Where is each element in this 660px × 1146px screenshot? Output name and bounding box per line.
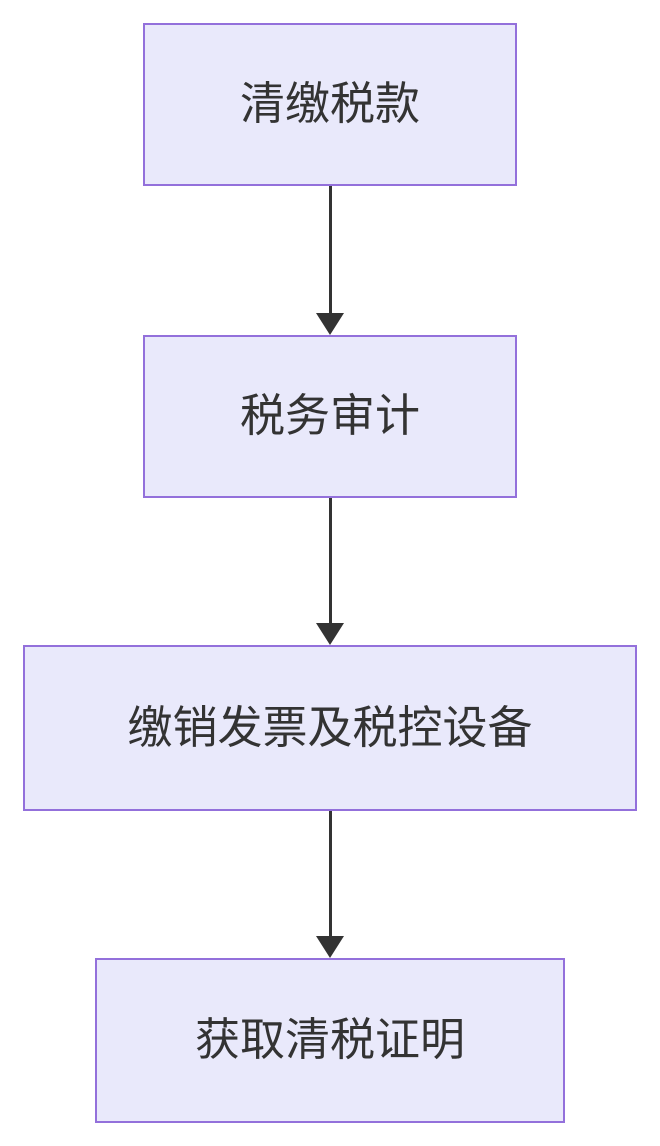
- edge-line-pay-taxes-to-tax-audit: [328, 186, 332, 314]
- node-pay-taxes-label: 清缴税款: [239, 78, 420, 130]
- node-cancel-invoices-equipment-label: 缴销发票及税控设备: [127, 701, 533, 753]
- node-obtain-tax-clearance: 获取清税证明: [95, 958, 565, 1123]
- node-pay-taxes: 清缴税款: [143, 23, 517, 186]
- edge-line-cancel-invoices-to-tax-clearance: [328, 811, 332, 937]
- arrow-down-icon: [316, 313, 344, 335]
- arrow-down-icon: [316, 936, 344, 958]
- node-cancel-invoices-equipment: 缴销发票及税控设备: [23, 645, 637, 811]
- node-tax-audit: 税务审计: [143, 335, 517, 498]
- arrow-down-icon: [316, 623, 344, 645]
- node-obtain-tax-clearance-label: 获取清税证明: [194, 1014, 465, 1066]
- node-tax-audit-label: 税务审计: [239, 390, 420, 442]
- edge-line-tax-audit-to-cancel-invoices: [328, 498, 332, 624]
